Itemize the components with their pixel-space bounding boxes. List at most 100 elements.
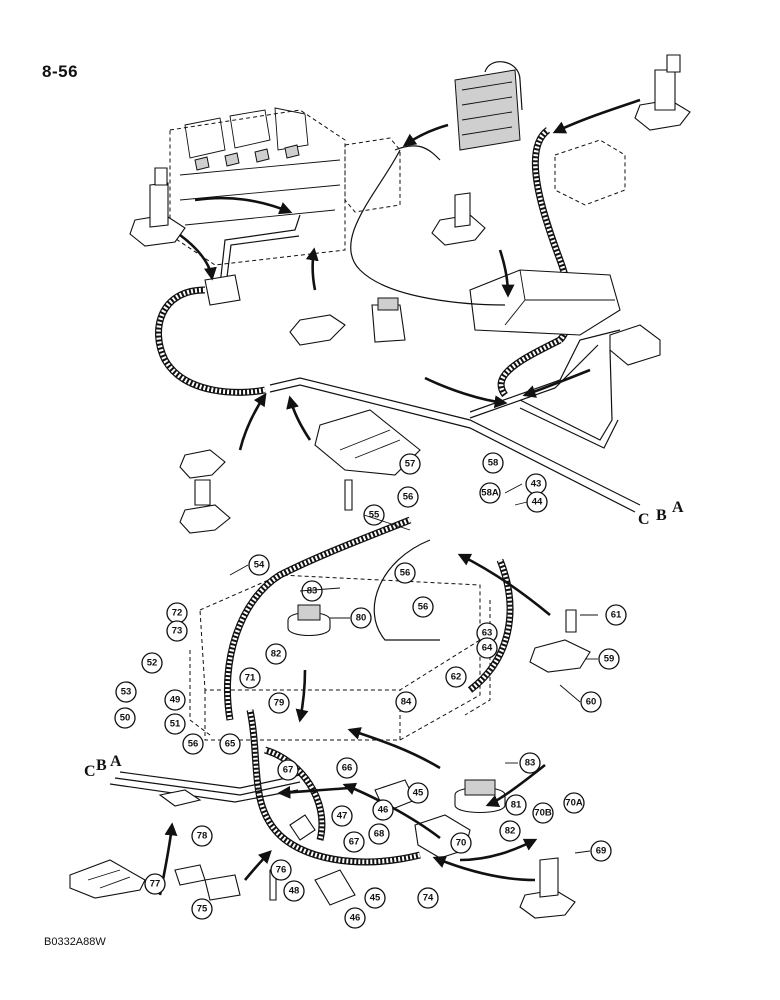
- arrows: [158, 98, 641, 896]
- callout-43: 43: [525, 473, 547, 495]
- callout-71: 71: [239, 667, 261, 689]
- callout-56: 56: [182, 733, 204, 755]
- tube-clamp-mid: [314, 409, 421, 511]
- callout-49: 49: [164, 689, 186, 711]
- callout-60: 60: [580, 691, 602, 713]
- control-valve-assembly: [169, 107, 346, 266]
- svg-text:80: 80: [356, 613, 367, 624]
- letter-b-upper: B: [656, 507, 667, 524]
- svg-text:58: 58: [488, 458, 499, 469]
- callout-70b: 70B: [532, 802, 554, 824]
- callout-59: 59: [598, 648, 620, 670]
- svg-text:76: 76: [276, 865, 287, 876]
- letter-b-lower: B: [96, 757, 107, 774]
- callout-77: 77: [144, 873, 166, 895]
- letter-c-lower: C: [84, 763, 96, 780]
- tube-clamp-right: [609, 324, 661, 366]
- line-letters-lower: C B A: [84, 753, 122, 780]
- svg-text:44: 44: [532, 497, 543, 508]
- callout-52: 52: [141, 652, 163, 674]
- callout-75: 75: [191, 898, 213, 920]
- callout-84: 84: [395, 691, 417, 713]
- svg-text:77: 77: [150, 879, 161, 890]
- svg-text:72: 72: [172, 608, 183, 619]
- solenoid-block: [344, 61, 523, 213]
- svg-text:65: 65: [225, 739, 236, 750]
- callout-54: 54: [248, 554, 270, 576]
- callout-74: 74: [417, 887, 439, 909]
- letter-a-lower: A: [110, 753, 122, 770]
- svg-text:51: 51: [170, 719, 181, 730]
- svg-text:52: 52: [147, 658, 158, 669]
- left-flange: [129, 167, 186, 247]
- pilot-block-upper: [554, 54, 691, 206]
- callout-82: 82: [499, 820, 521, 842]
- svg-text:45: 45: [370, 893, 381, 904]
- callout-73: 73: [166, 620, 188, 642]
- callout-72: 72: [166, 602, 188, 624]
- svg-text:83: 83: [525, 758, 536, 769]
- svg-text:84: 84: [401, 697, 412, 708]
- callout-83: 83: [519, 752, 541, 774]
- svg-text:43: 43: [531, 479, 542, 490]
- letter-c-upper: C: [638, 511, 650, 528]
- svg-text:56: 56: [400, 568, 411, 579]
- svg-text:56: 56: [418, 602, 429, 613]
- callout-57: 57: [399, 453, 421, 475]
- page-number: 8-56: [42, 62, 79, 81]
- callout-67: 67: [343, 831, 365, 853]
- svg-text:63: 63: [482, 628, 493, 639]
- callout-56: 56: [394, 562, 416, 584]
- svg-text:82: 82: [505, 826, 516, 837]
- svg-text:70A: 70A: [565, 798, 583, 809]
- callout-63: 63: [476, 622, 498, 644]
- callout-50: 50: [114, 707, 136, 729]
- svg-text:58A: 58A: [481, 488, 499, 499]
- callout-56: 56: [412, 596, 434, 618]
- callout-56: 56: [397, 486, 419, 508]
- filler-cap: [287, 604, 331, 637]
- callout-55: 55: [363, 504, 385, 526]
- svg-text:83: 83: [307, 586, 318, 597]
- svg-text:71: 71: [245, 673, 256, 684]
- svg-text:70B: 70B: [534, 808, 552, 819]
- callout-47: 47: [331, 805, 353, 827]
- callout-51: 51: [164, 713, 186, 735]
- callout-70a: 70A: [563, 792, 585, 814]
- callout-80: 80: [350, 607, 372, 629]
- svg-text:62: 62: [451, 672, 462, 683]
- callout-48: 48: [283, 880, 305, 902]
- flange-lower-left: [179, 449, 231, 534]
- svg-text:66: 66: [342, 763, 353, 774]
- hydraulic-tank: [189, 574, 491, 741]
- svg-text:49: 49: [170, 695, 181, 706]
- callout-58: 58: [482, 452, 504, 474]
- callout-61: 61: [605, 604, 627, 626]
- callout-45: 45: [407, 782, 429, 804]
- svg-text:75: 75: [197, 904, 208, 915]
- callout-44: 44: [526, 491, 548, 513]
- callout-66: 66: [336, 757, 358, 779]
- tube-clamp-lower: [69, 859, 146, 899]
- svg-text:79: 79: [274, 698, 285, 709]
- callout-76: 76: [270, 859, 292, 881]
- svg-text:64: 64: [482, 643, 493, 654]
- callout-67: 67: [277, 759, 299, 781]
- line-letters-upper: C B A: [638, 499, 684, 528]
- letter-a-upper: A: [672, 499, 684, 516]
- svg-text:73: 73: [172, 626, 183, 637]
- svg-text:48: 48: [289, 886, 300, 897]
- svg-text:57: 57: [405, 459, 416, 470]
- callout-62: 62: [445, 666, 467, 688]
- svg-text:70: 70: [456, 838, 467, 849]
- svg-text:69: 69: [596, 846, 607, 857]
- svg-text:46: 46: [378, 805, 389, 816]
- svg-text:54: 54: [254, 560, 265, 571]
- svg-text:56: 56: [188, 739, 199, 750]
- svg-text:78: 78: [197, 831, 208, 842]
- callout-79: 79: [268, 692, 290, 714]
- svg-text:61: 61: [611, 610, 622, 621]
- svg-text:45: 45: [413, 788, 424, 799]
- callout-45: 45: [364, 887, 386, 909]
